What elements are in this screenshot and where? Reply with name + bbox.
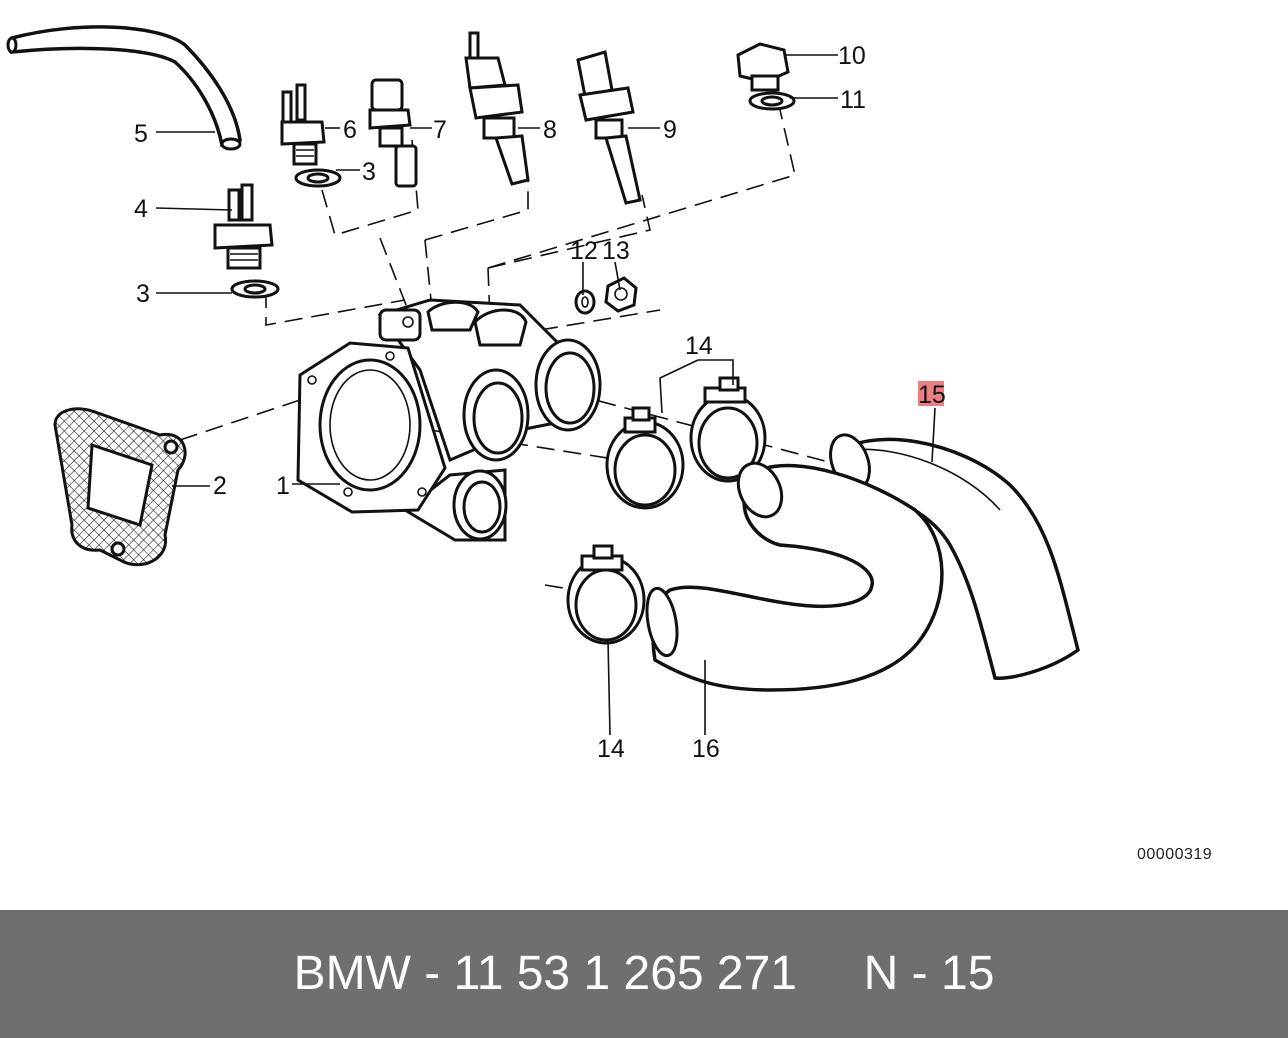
part-number-title: BMW - 11 53 1 265 271 N - 15 bbox=[293, 947, 995, 1000]
part-hose-16 bbox=[645, 461, 944, 692]
parts-diagram: 5 4 3 6 3 7 8 9 10 11 12 13 14 15 2 1 14… bbox=[6, 25, 1080, 763]
callout-3a: 3 bbox=[136, 280, 150, 308]
part-sensor-7 bbox=[368, 78, 418, 188]
part-clamp-14a bbox=[605, 406, 685, 510]
document-number: 00000319 bbox=[1137, 846, 1213, 863]
callout-13: 13 bbox=[602, 237, 630, 265]
callout-7: 7 bbox=[433, 116, 447, 144]
part-washer-3b bbox=[294, 168, 342, 188]
callout-3b: 3 bbox=[362, 158, 376, 186]
callout-11: 11 bbox=[840, 86, 866, 114]
callout-4: 4 bbox=[134, 195, 148, 223]
part-plug-10 bbox=[736, 42, 790, 92]
callout-10: 10 bbox=[838, 42, 866, 70]
callout-2: 2 bbox=[213, 472, 227, 500]
callout-9: 9 bbox=[663, 116, 677, 144]
part-sensor-8 bbox=[464, 31, 530, 186]
callout-15: 15 bbox=[918, 381, 946, 409]
callouts: 5 4 3 6 3 7 8 9 10 11 12 13 14 15 2 1 14… bbox=[134, 42, 946, 763]
part-spring-washer-12 bbox=[574, 289, 596, 315]
part-sender-6 bbox=[280, 83, 326, 166]
part-sensor-9 bbox=[576, 50, 642, 205]
callout-1: 1 bbox=[276, 472, 290, 500]
part-nut-13 bbox=[604, 276, 638, 313]
part-clamp-14b bbox=[689, 376, 767, 483]
callout-12: 12 bbox=[570, 237, 598, 265]
callout-8: 8 bbox=[543, 116, 557, 144]
leader-lines bbox=[155, 54, 936, 736]
part-gasket-2 bbox=[53, 407, 187, 567]
part-housing-1 bbox=[296, 298, 602, 542]
callout-14a: 14 bbox=[685, 332, 713, 360]
callout-16: 16 bbox=[692, 735, 720, 763]
part-washer-11 bbox=[748, 91, 796, 111]
part-sender-4 bbox=[213, 183, 274, 270]
callout-15-highlight bbox=[918, 381, 944, 406]
footer-bar: BMW - 11 53 1 265 271 N - 15 bbox=[0, 910, 1288, 1038]
part-hose-5 bbox=[6, 25, 242, 151]
callout-14b: 14 bbox=[597, 735, 625, 763]
part-clamp-14c bbox=[566, 544, 646, 645]
callout-6: 6 bbox=[343, 116, 357, 144]
part-washer-3a bbox=[230, 279, 280, 299]
callout-5: 5 bbox=[134, 120, 148, 148]
